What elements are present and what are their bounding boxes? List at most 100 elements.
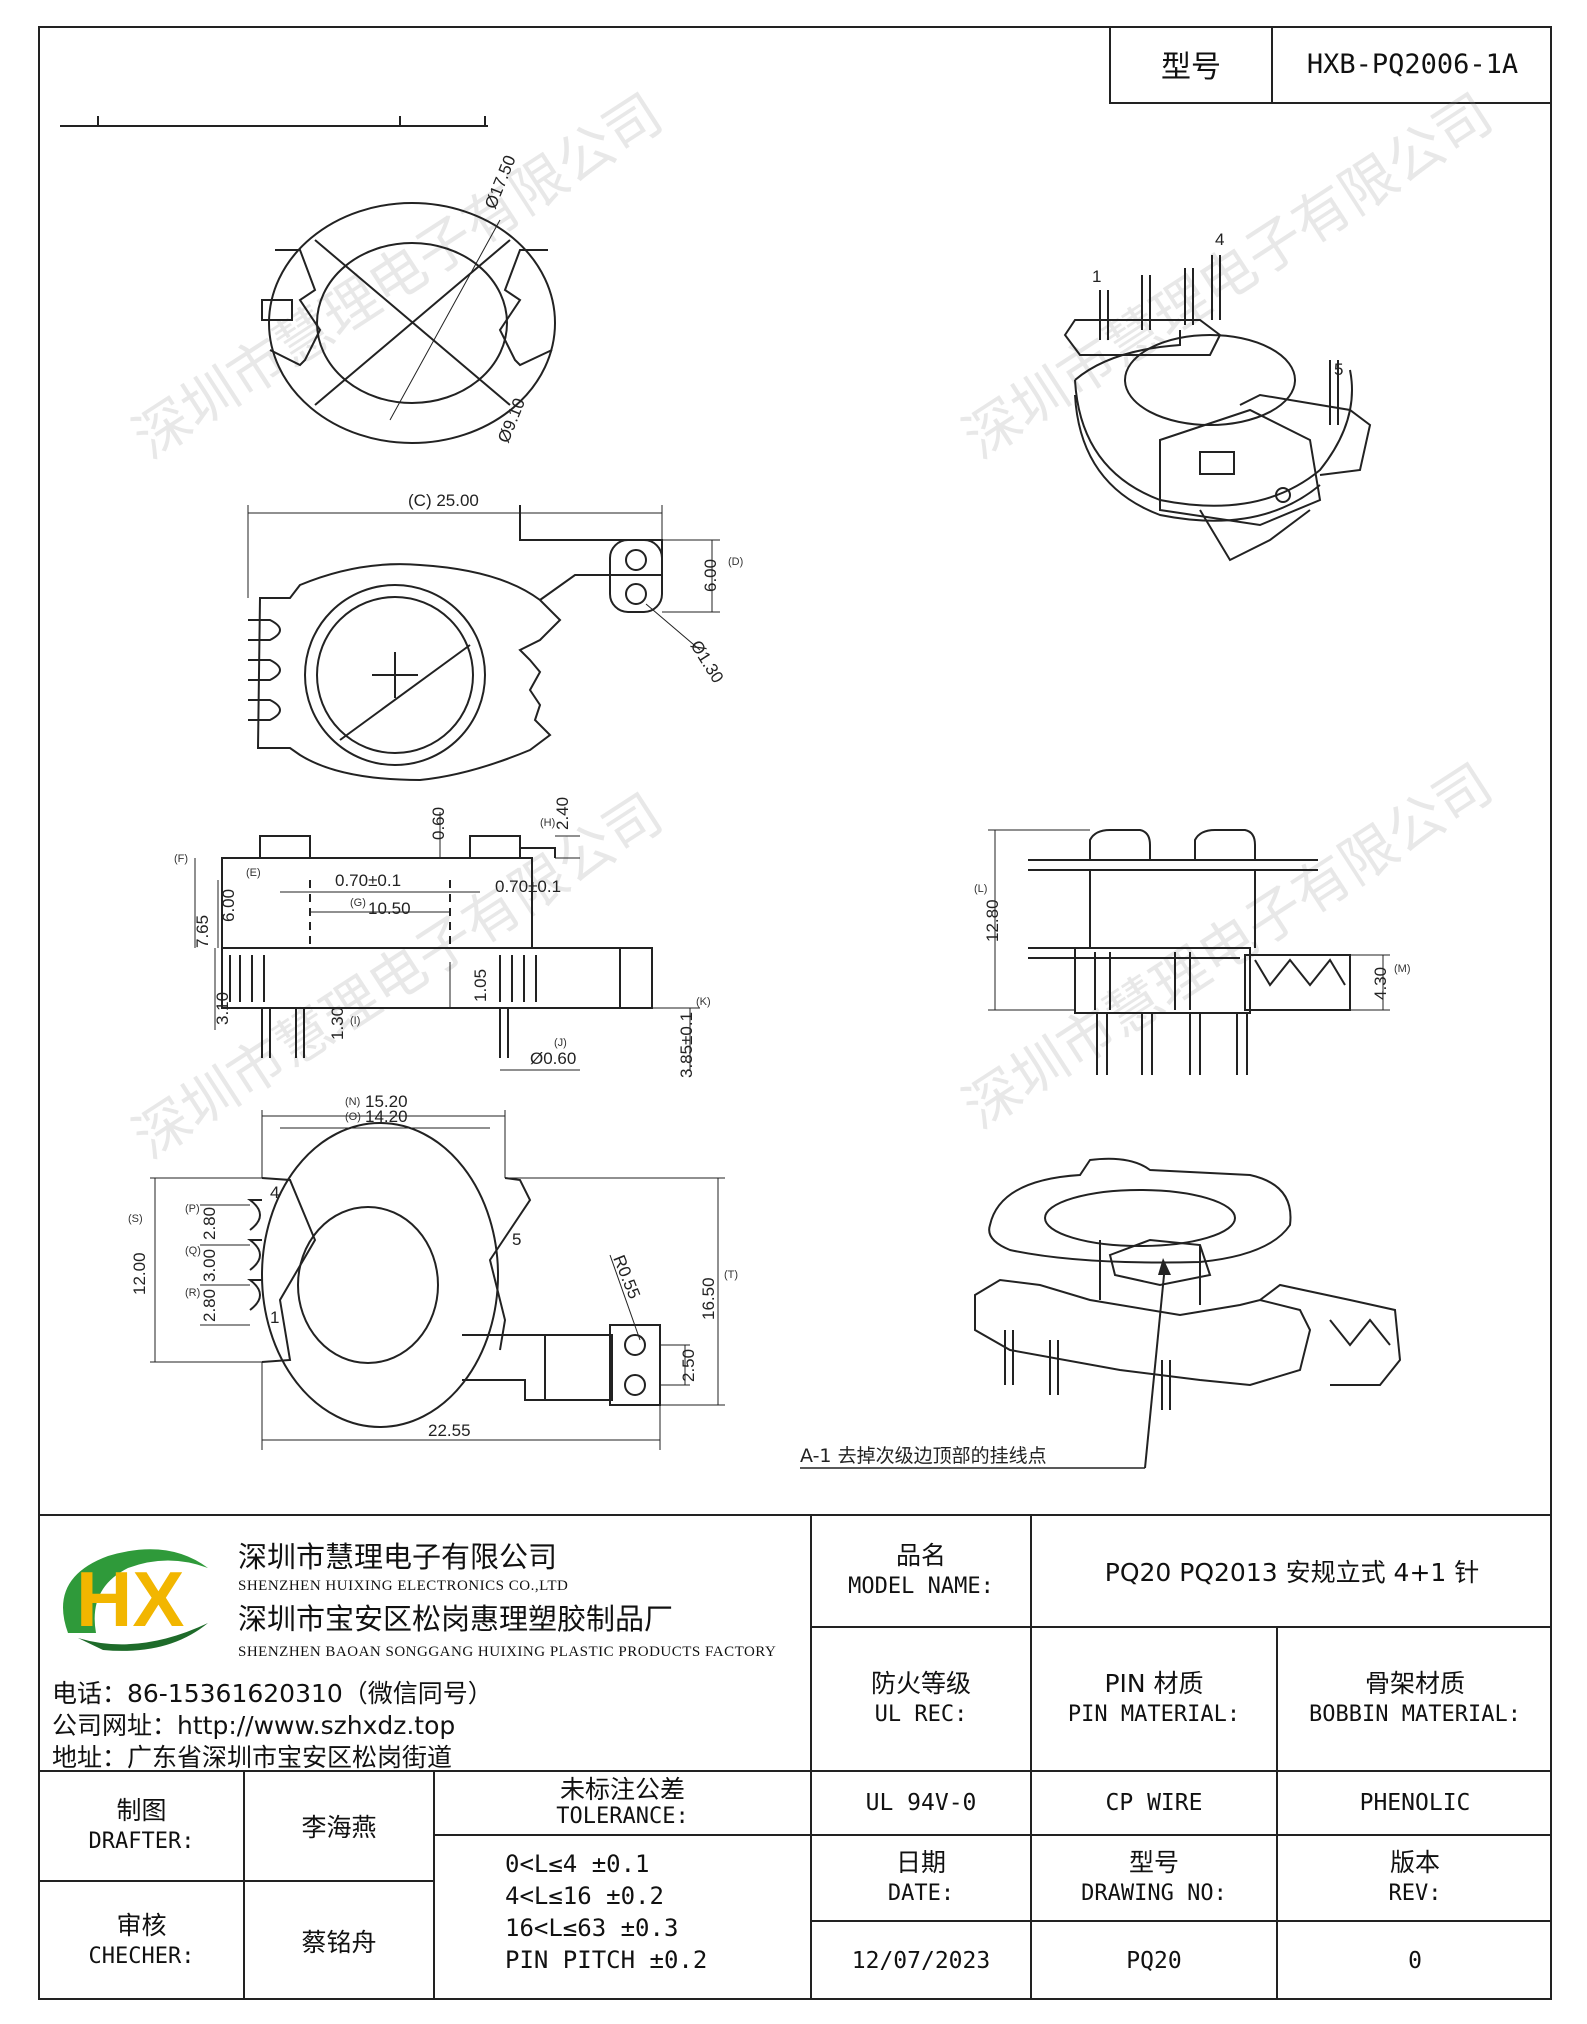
dim-j-tag: (J) <box>554 1037 567 1049</box>
dim-m-tag: (M) <box>1394 963 1411 975</box>
title-block: HX 深圳市慧理电子有限公司 SHENZHEN HUIXING ELECTRON… <box>38 1514 1552 2000</box>
dim-l-tag: (L) <box>974 883 987 895</box>
dim-n: 15.20 <box>365 1092 408 1111</box>
dim-i: 1.30 <box>328 1007 347 1040</box>
watermark-2: 深圳市慧理电子有限公司 <box>952 82 1504 472</box>
logo-text: HX <box>76 1555 184 1643</box>
isometric-view-top: 1 4 5 <box>1063 230 1372 562</box>
dim-e-tag: (E) <box>246 867 261 879</box>
date-label: 日期 DATE: <box>810 1834 1030 1920</box>
dim-p-tag: (P) <box>185 1203 200 1215</box>
side-view: 0.70±0.1 0.70±0.1 10.50 (G) 2.40 (H) 0.6… <box>174 797 711 1078</box>
scale-line <box>60 116 488 127</box>
dim-q-tag: (Q) <box>185 1245 201 1257</box>
dim-d: 6.00 <box>701 559 720 592</box>
bottom-view: 4 1 5 15.20 (N) 14.20 (O) 12.00 (S) 2.80… <box>128 1092 738 1450</box>
drawing-frame <box>38 26 1552 2000</box>
dim-o: 14.20 <box>365 1107 408 1126</box>
date-value: 12/07/2023 <box>810 1920 1030 2000</box>
company-phone: 电话：86-15361620310（微信同号） <box>52 1679 493 1708</box>
company-info: HX 深圳市慧理电子有限公司 SHENZHEN HUIXING ELECTRON… <box>38 1514 810 1772</box>
dim-g-tag: (G) <box>350 897 366 909</box>
dim-h310: 3.10 <box>213 992 232 1025</box>
dim-i-tag: (I) <box>350 1015 360 1027</box>
dim-c: (C) 25.00 <box>408 491 479 510</box>
company-logo: HX <box>63 1549 208 1651</box>
model-number-box: 型号 HXB-PQ2006-1A <box>1109 26 1552 104</box>
dim-d130: Ø1.30 <box>687 637 728 686</box>
dim-d-tag: (D) <box>728 556 743 568</box>
ul-rec-label: 防火等级 UL REC: <box>810 1626 1030 1770</box>
rev-value: 0 <box>1276 1920 1552 2000</box>
factory-name-en: SHENZHEN BAOAN SONGGANG HUIXING PLASTIC … <box>238 1644 777 1660</box>
iso-pin-label-4: 4 <box>1215 230 1224 249</box>
model-name-value: PQ20 PQ2013 安规立式 4+1 针 <box>1030 1514 1552 1626</box>
tolerance-row-1: 0<L≤4 ±0.1 <box>505 1850 650 1878</box>
dim-j: Ø0.60 <box>530 1049 576 1068</box>
front-view: 12.80 (L) 4.30 (M) <box>974 829 1411 1075</box>
company-name-en: SHENZHEN HUIXING ELECTRONICS CO.,LTD <box>238 1578 569 1594</box>
dim-p: 2.80 <box>200 1207 219 1240</box>
pin-material-value: CP WIRE <box>1030 1770 1276 1834</box>
dim-h105: 1.05 <box>471 969 490 1002</box>
pin-material-label: PIN 材质 PIN MATERIAL: <box>1030 1626 1276 1770</box>
tolerance-row-4: PIN PITCH ±0.2 <box>505 1946 708 1974</box>
drafter-value: 李海燕 <box>243 1770 433 1880</box>
factory-name-cn: 深圳市宝安区松岗惠理塑胶制品厂 <box>238 1602 674 1636</box>
dim-t: 16.50 <box>699 1277 718 1320</box>
dim-w2255: 22.55 <box>428 1421 471 1440</box>
dim-r055: R0.55 <box>609 1252 644 1301</box>
pin-label-1: 1 <box>270 1308 279 1327</box>
dim-m: 4.30 <box>1371 967 1390 1000</box>
watermark-4: 深圳市慧理电子有限公司 <box>952 752 1504 1142</box>
dim-e: 6.00 <box>219 889 238 922</box>
dim-s: 12.00 <box>130 1252 149 1295</box>
drafter-label: 制图 DRAFTER: <box>38 1770 243 1880</box>
drawing-no-value: PQ20 <box>1030 1920 1276 2000</box>
company-address: 地址：广东省深圳市宝安区松岗街道 <box>52 1743 453 1772</box>
company-website: 公司网址：http://www.szhxdz.top <box>52 1711 456 1740</box>
dim-h060: 0.60 <box>429 807 448 840</box>
dim-s-tag: (S) <box>128 1213 143 1225</box>
isometric-view-bottom <box>974 1157 1402 1469</box>
dim-w250: 2.50 <box>679 1349 698 1382</box>
dim-k-tag: (K) <box>696 996 711 1008</box>
iso-pin-label-5: 5 <box>1334 360 1343 379</box>
technical-drawing: 深圳市慧理电子有限公司 深圳市慧理电子有限公司 深圳市慧理电子有限公司 深圳市慧… <box>60 82 1504 1469</box>
model-label: 型号 <box>1111 26 1273 102</box>
bobbin-material-label: 骨架材质 BOBBIN MATERIAL: <box>1276 1626 1552 1770</box>
dim-o-tag: (O) <box>345 1111 361 1123</box>
dim-r: 2.80 <box>200 1289 219 1322</box>
dim-g: 10.50 <box>368 899 411 918</box>
rev-label: 版本 REV: <box>1276 1834 1552 1920</box>
checker-value: 蔡铭舟 <box>243 1880 433 2000</box>
bobbin-material-value: PHENOLIC <box>1276 1770 1552 1834</box>
tolerance-row-2: 4<L≤16 ±0.2 <box>505 1882 664 1910</box>
tolerance-row-3: 16<L≤63 ±0.3 <box>505 1914 679 1942</box>
dim-g1: 0.70±0.1 <box>335 871 401 890</box>
dim-r-tag: (R) <box>185 1287 200 1299</box>
drawing-no-label: 型号 DRAWING NO: <box>1030 1834 1276 1920</box>
dim-f: 7.65 <box>193 915 212 948</box>
tolerance-label: 未标注公差 TOLERANCE: <box>433 1770 810 1834</box>
dim-q: 3.00 <box>200 1249 219 1282</box>
pin-label-5: 5 <box>512 1230 521 1249</box>
dim-g2: 0.70±0.1 <box>495 877 561 896</box>
model-name-label: 品名 MODEL NAME: <box>810 1514 1030 1626</box>
dim-h240: 2.40 <box>553 797 572 830</box>
dim-d-b: Ø9.10 <box>494 395 529 445</box>
dim-n-tag: (N) <box>345 1096 360 1108</box>
logo-swoosh-bottom <box>78 1623 208 1651</box>
iso-pin-label-1: 1 <box>1092 267 1101 286</box>
model-value: HXB-PQ2006-1A <box>1306 48 1519 80</box>
ul-rec-value: UL 94V-0 <box>810 1770 1030 1834</box>
logo-swoosh-top <box>63 1549 208 1633</box>
note-text: A-1 去掉次级边顶部的挂线点 <box>800 1445 1047 1467</box>
note: A-1 去掉次级边顶部的挂线点 <box>800 1445 1145 1469</box>
pin-label-4: 4 <box>270 1183 279 1202</box>
checker-label: 审核 CHECHER: <box>38 1880 243 2000</box>
dim-l: 12.80 <box>983 899 1002 942</box>
dim-f-tag: (F) <box>174 853 188 865</box>
tolerance-rows: 0<L≤4 ±0.1 4<L≤16 ±0.2 16<L≤63 ±0.3 PIN … <box>433 1834 810 2000</box>
company-name-cn: 深圳市慧理电子有限公司 <box>238 1540 558 1574</box>
